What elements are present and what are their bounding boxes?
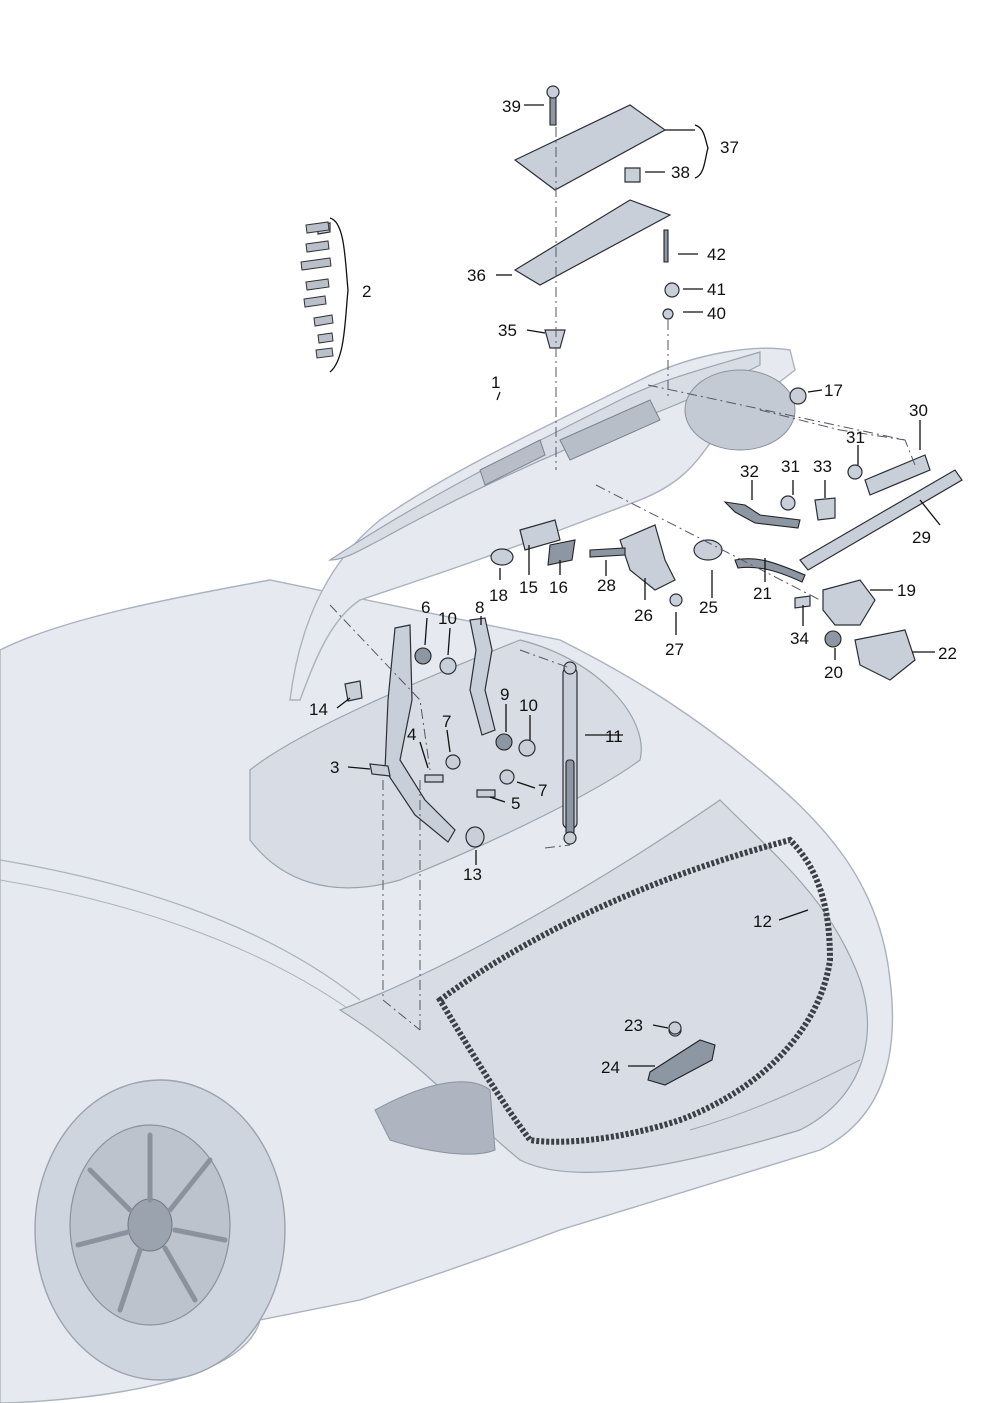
- callout-35: 35: [498, 321, 517, 340]
- callout-6: 6: [421, 598, 430, 617]
- callout-26: 26: [634, 606, 653, 625]
- callout-42: 42: [707, 245, 726, 264]
- callout-39: 39: [502, 97, 521, 116]
- callout-2: 2: [362, 282, 371, 301]
- callout-31b: 31: [781, 457, 800, 476]
- callout-23: 23: [624, 1016, 643, 1035]
- callout-17: 17: [824, 381, 843, 400]
- tail-light: [374, 1081, 496, 1155]
- callout-24: 24: [601, 1058, 620, 1077]
- screw-set: [300, 221, 334, 359]
- callout-9: 9: [500, 685, 509, 704]
- callout-25: 25: [699, 598, 718, 617]
- callout-36: 36: [467, 266, 486, 285]
- small-parts: [344, 647, 536, 848]
- callout-20: 20: [824, 663, 843, 682]
- callout-18: 18: [489, 586, 508, 605]
- callout-22: 22: [938, 644, 957, 663]
- callout-40: 40: [707, 304, 726, 323]
- callout-12: 12: [753, 912, 772, 931]
- callout-30: 30: [909, 401, 928, 420]
- callout-8: 8: [475, 598, 484, 617]
- callout-10b: 10: [519, 696, 538, 715]
- callout-33: 33: [813, 457, 832, 476]
- hinge-assembly: [384, 617, 496, 843]
- callout-41: 41: [707, 280, 726, 299]
- callout-27: 27: [665, 640, 684, 659]
- callout-7b: 7: [538, 781, 547, 800]
- leader-lines: [329, 104, 941, 1067]
- trunk-opening: [338, 799, 868, 1173]
- callout-5: 5: [511, 794, 520, 813]
- callout-labels: 1 2 3 4 5 6 7 7 8 9 10 10 11 12 13 14 15…: [309, 97, 957, 1077]
- callout-16: 16: [549, 578, 568, 597]
- callout-7a: 7: [442, 712, 451, 731]
- callout-14: 14: [309, 700, 328, 719]
- license-plate-parts: [513, 85, 672, 349]
- alignment-lines: [329, 127, 916, 1031]
- callout-38: 38: [671, 163, 690, 182]
- callout-4: 4: [407, 725, 416, 744]
- gas-strut: [562, 661, 578, 845]
- rear-wheel: [34, 1079, 286, 1381]
- callout-15: 15: [519, 578, 538, 597]
- callout-37: 37: [720, 138, 739, 157]
- callout-32: 32: [740, 462, 759, 481]
- callout-28: 28: [597, 576, 616, 595]
- callout-3: 3: [330, 758, 339, 777]
- callout-21: 21: [753, 584, 772, 603]
- callout-34: 34: [790, 629, 809, 648]
- callout-1: 1: [491, 373, 500, 392]
- callout-19: 19: [897, 581, 916, 600]
- callout-29: 29: [912, 528, 931, 547]
- lock-and-handle-parts: [317, 222, 963, 1035]
- callout-31a: 31: [846, 428, 865, 447]
- callout-11: 11: [605, 727, 623, 746]
- callout-10a: 10: [438, 609, 457, 628]
- callout-13: 13: [463, 865, 482, 884]
